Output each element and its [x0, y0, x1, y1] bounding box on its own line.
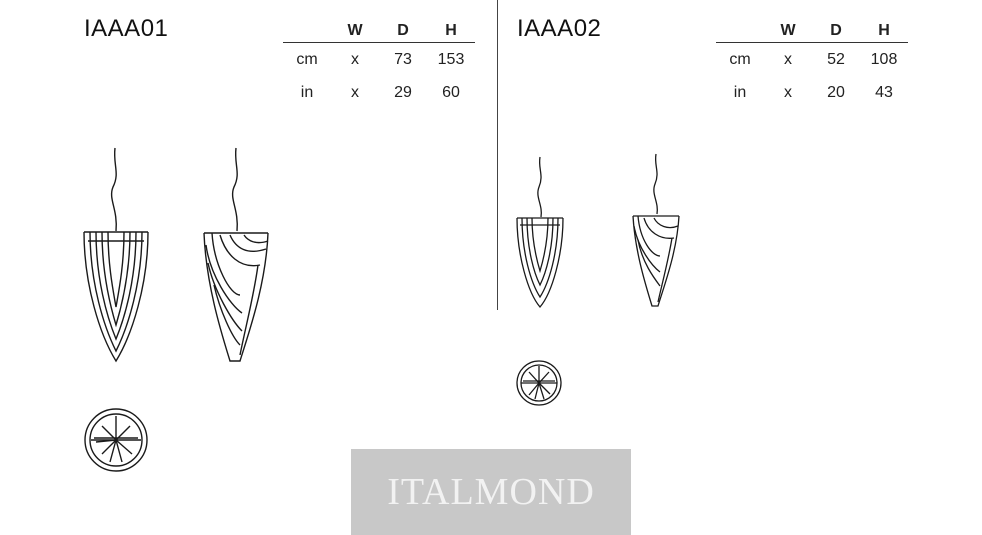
- header-h: H: [860, 20, 908, 43]
- unit-cell: in: [300, 83, 314, 101]
- header-d: D: [812, 20, 860, 43]
- d-cell: 52: [827, 50, 845, 68]
- w-cell: x: [351, 83, 359, 101]
- dimensions-table-iaaa01: W D H cm x 73 153 in x 29 60: [283, 20, 475, 109]
- header-h: H: [427, 20, 475, 43]
- unit-cell: cm: [296, 50, 318, 68]
- header-w: W: [331, 20, 379, 43]
- d-cell: 20: [827, 83, 845, 101]
- w-cell: x: [784, 83, 792, 101]
- pendant-lamp-front-view-iaaa02: [516, 156, 564, 308]
- model-code-iaaa02: IAAA02: [517, 15, 602, 42]
- header-w: W: [764, 20, 812, 43]
- w-cell: x: [351, 50, 359, 68]
- h-cell: 60: [442, 83, 460, 101]
- table-row: in x 29 60: [283, 76, 475, 109]
- d-cell: 29: [394, 83, 412, 101]
- header-unit: [716, 20, 764, 43]
- h-cell: 153: [437, 50, 465, 68]
- header-d: D: [379, 20, 427, 43]
- d-cell: 73: [394, 50, 412, 68]
- pendant-lamp-top-view-iaaa01: [84, 408, 148, 472]
- table-row: cm x 73 153: [283, 43, 475, 77]
- h-cell: 43: [875, 83, 893, 101]
- pendant-lamp-side-view-iaaa02: [632, 153, 680, 307]
- section-divider: [497, 0, 498, 310]
- pendant-lamp-side-view-iaaa01: [203, 147, 269, 362]
- table-row: in x 20 43: [716, 76, 908, 109]
- model-code-iaaa01: IAAA01: [84, 15, 169, 42]
- unit-cell: cm: [729, 50, 751, 68]
- w-cell: x: [784, 50, 792, 68]
- dimensions-table-iaaa02: W D H cm x 52 108 in x 20 43: [716, 20, 908, 109]
- table-row: cm x 52 108: [716, 43, 908, 77]
- header-unit: [283, 20, 331, 43]
- italmond-watermark: ITALMOND: [351, 449, 631, 535]
- h-cell: 108: [870, 50, 898, 68]
- pendant-lamp-top-view-iaaa02: [516, 360, 562, 406]
- pendant-lamp-front-view-iaaa01: [83, 147, 149, 363]
- unit-cell: in: [733, 83, 747, 101]
